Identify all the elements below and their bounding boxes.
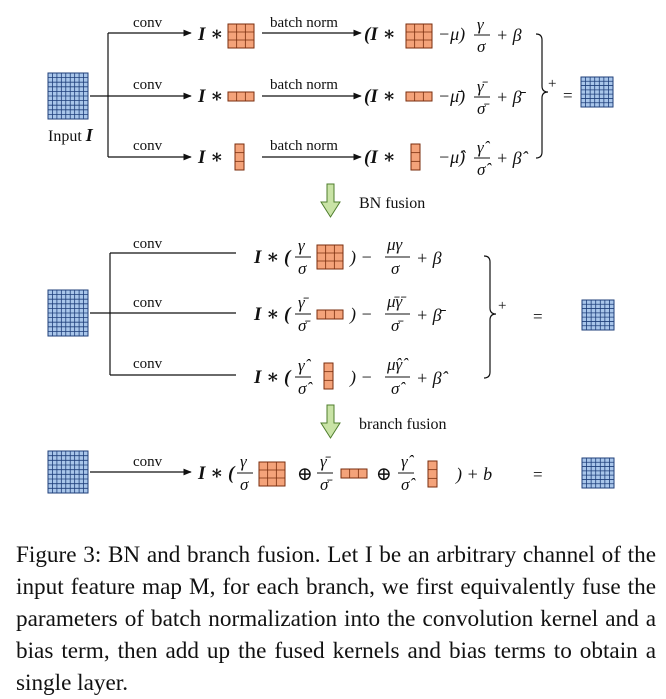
conv-label-1: conv: [133, 15, 163, 31]
conv-label: conv: [133, 454, 163, 470]
kernel-3x3: [227, 23, 255, 49]
gamma-2: γ̄: [477, 77, 489, 96]
branch-connector: [90, 33, 109, 157]
sigma-2: σ̄: [477, 99, 490, 118]
expr-mid-1: (I ∗: [364, 24, 396, 45]
gamma-1: γ: [240, 452, 248, 471]
sigma-1: σ: [298, 259, 307, 278]
beta-1: + β: [416, 248, 442, 268]
expr-lhs-2: I ∗ (: [253, 304, 292, 325]
sigma-1: σ: [477, 37, 486, 56]
input-feature-map: [47, 289, 89, 337]
output-feature-map: [581, 457, 615, 489]
gamma-3: γ̂: [477, 138, 491, 157]
stage2: conv conv conv I ∗ ( γ σ ) − μγ σ + β I …: [47, 235, 615, 398]
sigma-1: σ: [240, 475, 249, 494]
expr-mid-2: (I ∗: [364, 86, 396, 107]
sigma-2: σ̄: [320, 475, 333, 494]
sum-brace: [483, 255, 497, 379]
equals-sign: =: [563, 86, 573, 105]
bn-label-2: batch norm: [270, 77, 338, 93]
expr-minus-2: −μ̄): [438, 86, 465, 107]
expr-tail: ) + b: [455, 464, 492, 485]
den-2: σ̄: [391, 316, 404, 335]
kernel-3x3: [258, 461, 286, 487]
expr-close-1: ) −: [349, 247, 373, 268]
stage3: conv I ∗ ( γ σ ⊕ γ̄ σ̄ ⊕ γ̂ σ̂ ) + b =: [47, 450, 615, 494]
kernel-3x1: [410, 143, 421, 171]
expr-minus-3: −μ̂): [438, 147, 466, 168]
oplus-2: ⊕: [376, 464, 392, 485]
fusion-diagram: Input I conv conv conv I ∗ batch norm (I…: [47, 15, 615, 494]
kernel-3x1: [427, 460, 438, 488]
expr-lhs-1: I ∗: [197, 24, 223, 45]
kernel-3x3: [405, 23, 433, 49]
kernel-3x1: [234, 143, 245, 171]
kernel-3x1: [323, 362, 334, 390]
expr-minus-1: −μ): [438, 24, 465, 45]
num-1: μγ: [386, 235, 404, 254]
beta-2: + β̄: [416, 305, 447, 325]
expr-lhs-1: I ∗ (: [253, 247, 292, 268]
stage1: Input I conv conv conv I ∗ batch norm (I…: [47, 15, 614, 179]
equals-sign: =: [533, 465, 543, 484]
sigma-3: σ̂: [477, 160, 492, 179]
conv-label-2: conv: [133, 77, 163, 93]
expr-lhs-2: I ∗: [197, 86, 223, 107]
bn-label-3: batch norm: [270, 138, 338, 154]
conv-label-3: conv: [133, 138, 163, 154]
input-feature-map: [47, 72, 89, 120]
caption-label: Figure 3:: [16, 542, 102, 569]
gamma-1: γ: [298, 236, 306, 255]
expr-lhs-3: I ∗ (: [253, 367, 292, 388]
conv-label-1: conv: [133, 236, 163, 252]
figure-caption: Figure 3: BN and branch fusion. Let I be…: [16, 539, 656, 699]
sum-plus: +: [498, 298, 506, 314]
expr-close-2: ) −: [349, 304, 373, 325]
gamma-3: γ̂: [298, 356, 312, 375]
input-label: Input I: [48, 125, 94, 145]
sigma-3: σ̂: [401, 475, 416, 494]
conv-label-2: conv: [133, 295, 163, 311]
kernel-1x3: [405, 91, 433, 102]
branch-fusion-arrow: branch fusion: [320, 404, 447, 439]
expr-close-3: ) −: [349, 367, 373, 388]
equals-sign: =: [533, 307, 543, 326]
den-1: σ: [391, 259, 400, 278]
oplus-1: ⊕: [297, 464, 313, 485]
sigma-3: σ̂: [298, 379, 313, 398]
kernel-1x3: [316, 309, 344, 320]
gamma-2: γ̄: [298, 293, 310, 312]
gamma-3: γ̂: [401, 452, 415, 471]
expr-lhs-3: I ∗: [197, 147, 223, 168]
branch-fusion-label: branch fusion: [359, 416, 447, 433]
beta-3: + β̂: [416, 368, 449, 388]
caption-text: BN and branch fusion. Let I be an arbitr…: [16, 542, 656, 697]
kernel-1x3: [340, 468, 368, 479]
sum-plus: +: [548, 76, 556, 92]
den-3: σ̂: [391, 379, 406, 398]
num-2: μ̄γ̄: [386, 292, 407, 311]
output-feature-map: [581, 299, 615, 331]
kernel-1x3: [227, 91, 255, 102]
gamma-1: γ: [477, 15, 485, 34]
input-feature-map: [47, 450, 89, 494]
beta-3: + β̂: [496, 148, 529, 168]
bn-label-1: batch norm: [270, 15, 338, 31]
beta-1: + β: [496, 25, 522, 45]
conv-label-3: conv: [133, 356, 163, 372]
sum-brace: [535, 33, 549, 159]
output-feature-map: [580, 76, 614, 108]
bn-fusion-label: BN fusion: [359, 195, 425, 212]
num-3: μ̂γ̂: [386, 355, 409, 374]
expr-lhs: I ∗ (: [197, 463, 236, 484]
bn-fusion-arrow: BN fusion: [320, 183, 425, 218]
kernel-3x3: [316, 244, 344, 270]
beta-2: + β̄: [496, 87, 527, 107]
branch-connector: [90, 253, 111, 375]
expr-mid-3: (I ∗: [364, 147, 396, 168]
sigma-2: σ̄: [298, 316, 311, 335]
gamma-2: γ̄: [320, 452, 332, 471]
